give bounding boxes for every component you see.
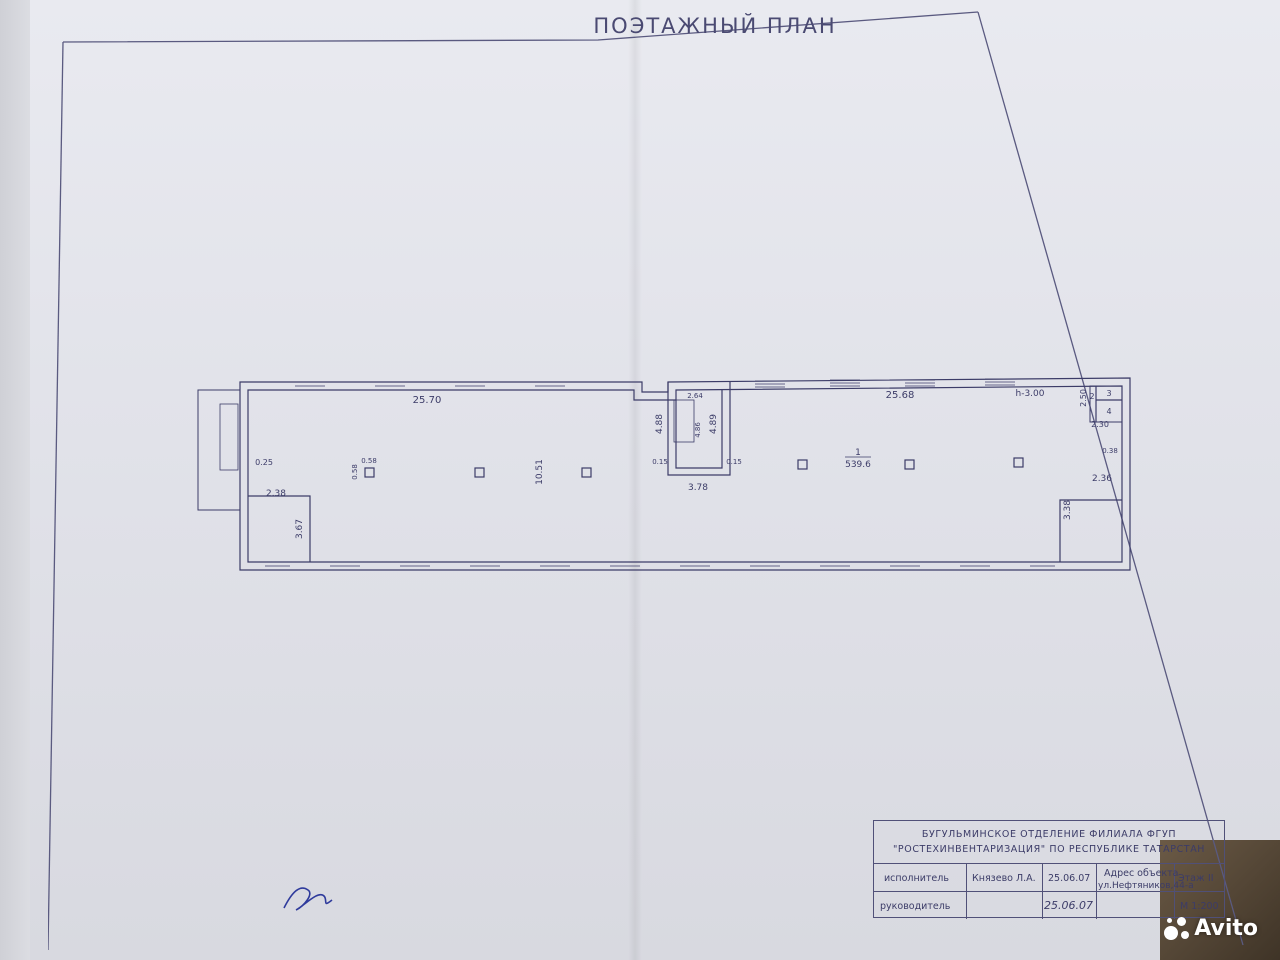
address-label: Адрес объекта [1104, 868, 1179, 879]
dim-stair-bottom: 3.78 [688, 483, 708, 493]
column [581, 467, 592, 478]
windows [265, 378, 1055, 571]
dim-col-a: 0.58 [351, 464, 359, 480]
dim-height: h-3.00 [1016, 389, 1045, 399]
address-value: ул.Нефтяников,44-а [1098, 881, 1194, 891]
dim-stair-right-h: 4.89 [709, 414, 719, 434]
org-line-2: "РОСТЕХИНВЕНТАРИЗАЦИЯ" ПО РЕСПУБЛИКЕ ТАТ… [892, 844, 1206, 855]
inner-wall [247, 385, 1123, 563]
dim-right-length: 25.68 [886, 390, 915, 401]
dim-width: 10.51 [535, 459, 545, 485]
window-top-left [295, 381, 565, 391]
paper-fold [628, 0, 642, 960]
dim-small-h: 2.50 [1079, 389, 1088, 407]
scale: М 1:200 [1180, 901, 1219, 912]
avito-watermark: Avito [1164, 916, 1258, 942]
small-room-2: 2 [1089, 392, 1094, 401]
dim-room-left-h: 3.67 [295, 519, 305, 539]
column [364, 467, 375, 478]
column [474, 467, 485, 478]
signature [283, 887, 333, 911]
head-label: руководитель [880, 901, 951, 912]
dim-room-left-w: 2.38 [266, 489, 286, 499]
dim-stair-inner: 4.86 [694, 422, 702, 438]
small-room-3: 3 [1106, 389, 1111, 398]
right-room [1059, 499, 1122, 562]
dim-stair-right-wall: 0.15 [726, 458, 742, 466]
small-room-block [1089, 385, 1123, 423]
dim-wall-right: 0.38 [1102, 447, 1118, 455]
window-top-right [755, 378, 1015, 388]
room-area: 539.6 [845, 460, 871, 470]
dim-col-b: 0.58 [361, 457, 377, 465]
head-date: 25.06.07 [1044, 899, 1093, 912]
room-number: 1 [855, 448, 861, 458]
dim-stair-top: 2.64 [687, 392, 703, 400]
avito-logo-icon [1164, 916, 1190, 942]
dim-room-right-h: 3.38 [1063, 500, 1073, 520]
dim-small-w: 2.30 [1091, 420, 1109, 429]
column [904, 459, 915, 470]
small-room-4: 4 [1106, 407, 1111, 416]
stair-steps [673, 399, 695, 443]
column [797, 459, 808, 470]
floor-value: II [1208, 873, 1214, 884]
dim-left-length: 25.70 [413, 395, 442, 406]
executor-label: исполнитель [884, 873, 949, 884]
dim-stair-left-wall: 0.15 [652, 458, 668, 466]
dim-wall-left: 0.25 [255, 458, 273, 467]
title-block: БУГУЛЬМИНСКОЕ ОТДЕЛЕНИЕ ФИЛИАЛА ФГУП "РО… [873, 820, 1225, 919]
plan-title: ПОЭТАЖНЫЙ ПЛАН [593, 14, 837, 38]
dim-stair-left-h: 4.88 [655, 414, 665, 434]
left-stair [197, 389, 241, 511]
avito-text: Avito [1194, 916, 1258, 941]
central-stair [667, 382, 731, 476]
column [1013, 457, 1024, 468]
floor-plan: 25.70 25.68 10.51 4.88 2.64 4.86 4.89 3.… [197, 377, 1131, 571]
dim-room-right-w: 2.36 [1092, 474, 1112, 484]
floor-label: Этаж [1178, 873, 1205, 884]
window-bottom [265, 561, 1055, 571]
org-line-1: БУГУЛЬМИНСКОЕ ОТДЕЛЕНИЕ ФИЛИАЛА ФГУП [921, 829, 1177, 840]
executor-name: Князево Л.А. [972, 873, 1036, 884]
left-room [248, 495, 311, 562]
executor-date: 25.06.07 [1048, 873, 1091, 884]
